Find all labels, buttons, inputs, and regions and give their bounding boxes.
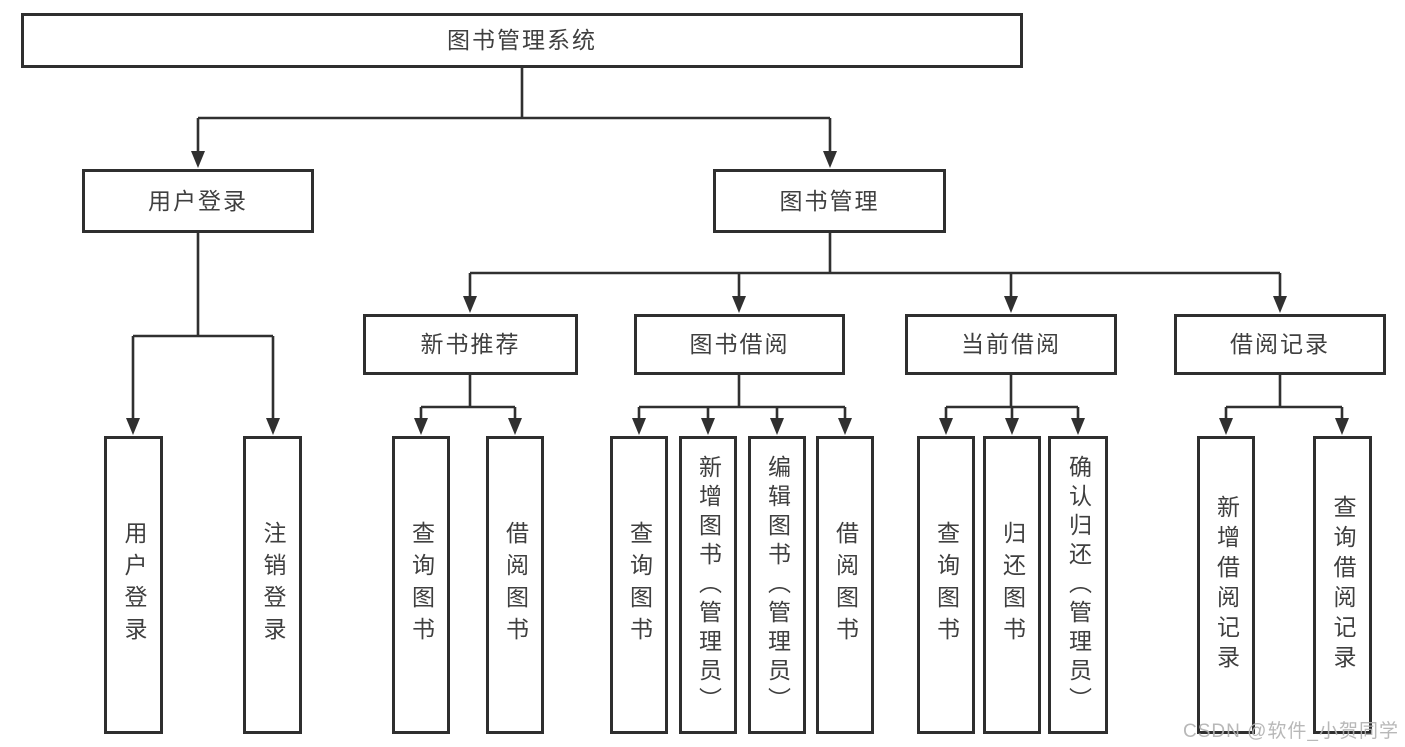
node-book-borrowing: 图书借阅 bbox=[634, 314, 845, 375]
leaf-edit-books-admin: 编辑图书（管理员） bbox=[748, 436, 806, 734]
leaf-return-books: 归还图书 bbox=[983, 436, 1041, 734]
leaf-label: 注销登录 bbox=[260, 521, 286, 649]
node-label: 图书管理 bbox=[779, 187, 880, 214]
leaf-label: 查询图书 bbox=[626, 521, 653, 649]
connector-arrowheads bbox=[126, 151, 1349, 435]
leaf-label: 借阅图书 bbox=[832, 521, 859, 649]
leaf-label: 用户登录 bbox=[121, 521, 147, 649]
leaf-label: 编辑图书（管理员） bbox=[764, 454, 791, 716]
connector-strokes bbox=[131, 68, 1344, 419]
leaf-label: 确认归还（管理员） bbox=[1065, 454, 1092, 716]
leaf-label: 查询借阅记录 bbox=[1330, 495, 1356, 675]
leaf-label: 借阅图书 bbox=[502, 521, 529, 649]
leaf-logout-login: 注销登录 bbox=[243, 436, 302, 734]
leaf-label: 查询图书 bbox=[408, 521, 435, 649]
node-user-login-branch: 用户登录 bbox=[82, 169, 314, 233]
leaf-query-borrow-record: 查询借阅记录 bbox=[1313, 436, 1372, 734]
node-label: 用户登录 bbox=[148, 187, 248, 214]
node-label: 新书推荐 bbox=[420, 331, 521, 357]
node-borrowing-records: 借阅记录 bbox=[1174, 314, 1386, 375]
node-label: 图书借阅 bbox=[689, 331, 790, 357]
node-label: 当前借阅 bbox=[961, 331, 1061, 357]
leaf-query-books-current: 查询图书 bbox=[917, 436, 975, 734]
node-root-label: 图书管理系统 bbox=[447, 27, 597, 53]
leaf-borrow-books-borrowing: 借阅图书 bbox=[816, 436, 874, 734]
leaf-borrow-books-recommend: 借阅图书 bbox=[486, 436, 544, 734]
watermark: CSDN @软件_小贺同学 bbox=[1183, 721, 1399, 742]
leaf-query-books-recommend: 查询图书 bbox=[392, 436, 450, 734]
leaf-user-login: 用户登录 bbox=[104, 436, 163, 734]
leaf-label: 新增借阅记录 bbox=[1213, 495, 1240, 675]
node-book-management: 图书管理 bbox=[713, 169, 946, 233]
node-label: 借阅记录 bbox=[1230, 331, 1330, 357]
leaf-add-books-admin: 新增图书（管理员） bbox=[679, 436, 737, 734]
leaf-confirm-return-admin: 确认归还（管理员） bbox=[1048, 436, 1108, 734]
leaf-label: 查询图书 bbox=[933, 521, 960, 649]
leaf-label: 归还图书 bbox=[999, 521, 1026, 649]
node-root-library-system: 图书管理系统 bbox=[21, 13, 1023, 68]
node-new-book-recommend: 新书推荐 bbox=[363, 314, 578, 375]
leaf-add-borrow-record: 新增借阅记录 bbox=[1197, 436, 1255, 734]
node-current-borrowing: 当前借阅 bbox=[905, 314, 1117, 375]
leaf-label: 新增图书（管理员） bbox=[695, 454, 722, 716]
leaf-query-books-borrowing: 查询图书 bbox=[610, 436, 668, 734]
